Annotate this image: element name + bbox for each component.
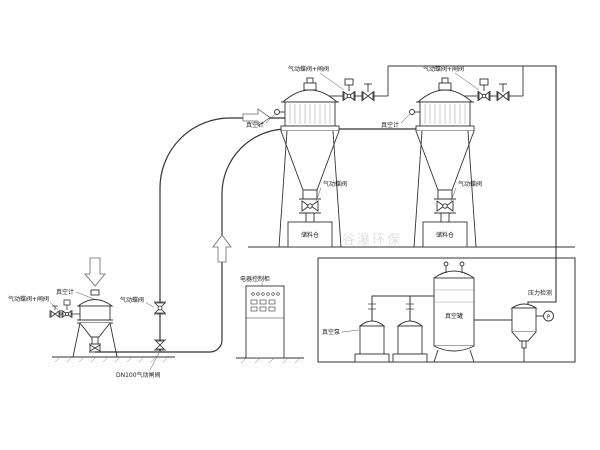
vacuum-pump-1 — [354, 320, 390, 363]
watermark-text: 谷瀑环保 — [342, 233, 402, 248]
pressure-tag-letter: P — [547, 315, 551, 321]
vacuum-header-pipe — [388, 65, 557, 304]
label-riser-valve: 气动蝶阀 — [120, 296, 144, 304]
label-dn100-gate-valve: DN100气动闸阀 — [116, 371, 161, 379]
vacuum-pump-2 — [392, 320, 428, 363]
label-leader-lines — [49, 72, 480, 371]
dn100-gate-valve-symbol — [154, 339, 166, 351]
control-cabinet — [245, 285, 285, 359]
feed-ground-line — [52, 356, 175, 363]
material-pipe-to-receiver-2 — [95, 128, 422, 353]
flow-right-arrow-icon — [242, 108, 271, 127]
label-discharge-valve-1: 气动蝶阀 — [323, 180, 347, 188]
label-feeder-valve-combo: 气动蝶阀+闸阀 — [8, 295, 49, 303]
vacuum-receiver-2 — [409, 65, 524, 248]
material-pipe-to-receiver-1 — [159, 117, 285, 352]
label-storage-bin-2: 储料仓 — [436, 231, 454, 239]
label-control-cabinet: 电器控制柜 — [240, 275, 270, 283]
pump-room-outline — [317, 257, 576, 363]
label-vacuum-tank: 真空罐 — [445, 312, 463, 320]
riser-butterfly-valve-symbol — [154, 301, 166, 315]
feed-hopper — [72, 289, 118, 358]
label-feeder-vacuum-gauge: 真空计 — [56, 288, 74, 296]
vacuum-tank — [433, 261, 475, 363]
pressure-gauge-icon — [543, 310, 554, 322]
label-discharge-valve-2: 气动蝶阀 — [458, 180, 482, 188]
cabinet-ground-line — [236, 357, 304, 364]
inline-filter-vessel — [510, 303, 554, 362]
label-vacuum-gauge-2: 真空计 — [381, 121, 399, 129]
label-pressure-detect: 压力检测 — [528, 289, 552, 297]
label-storage-bin-1: 储料仓 — [301, 231, 319, 239]
feeder-valve-cluster — [49, 299, 80, 318]
feed-direction-down-arrow-icon — [84, 257, 106, 287]
flow-up-arrow-icon — [212, 234, 232, 263]
label-vacuum-pump: 真空泵 — [322, 328, 340, 336]
label-top-valve-combo-2: 气动蝶阀+闸阀 — [423, 65, 464, 73]
label-top-valve-combo-1: 气动蝶阀+闸阀 — [288, 65, 329, 73]
label-vacuum-gauge-1: 真空计 — [246, 121, 264, 129]
pump-manifold-pipe — [368, 295, 434, 321]
vacuum-receiver-1 — [274, 65, 389, 248]
